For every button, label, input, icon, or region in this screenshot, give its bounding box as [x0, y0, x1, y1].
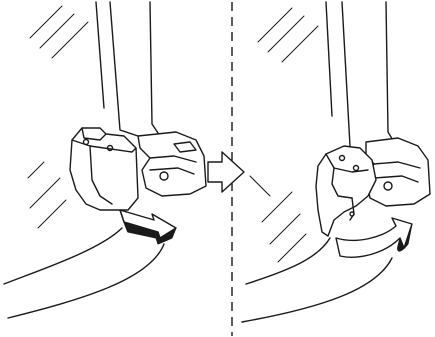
glass-reflection-lines-top — [30, 6, 88, 58]
push-arrow-icon — [120, 210, 176, 244]
glass-edge-right — [326, 2, 332, 116]
glass-reflection-lines-bottom-right — [262, 192, 306, 262]
panel-before — [4, 2, 206, 318]
latch-bracket-right — [366, 138, 430, 206]
door-pillar-right-panel — [342, 2, 350, 146]
glass-edge — [96, 2, 104, 108]
sill-curve-3 — [246, 238, 330, 284]
door-pillar — [110, 2, 138, 136]
sill-curve-2 — [8, 244, 164, 318]
sill-curve-4 — [242, 258, 392, 322]
lock-lever — [70, 128, 138, 210]
glass-reflection-lines-top-right — [258, 8, 318, 62]
sill-curve-1 — [4, 228, 122, 284]
hollow-right-arrow-icon — [208, 152, 244, 192]
panel-after — [242, 2, 430, 322]
glass-reflection-lines-bottom — [28, 162, 66, 228]
latch-bracket — [138, 132, 206, 196]
lock-lever-raised — [316, 146, 376, 236]
rotate-arrow-icon — [336, 218, 412, 257]
door-pillar-right — [150, 2, 160, 136]
